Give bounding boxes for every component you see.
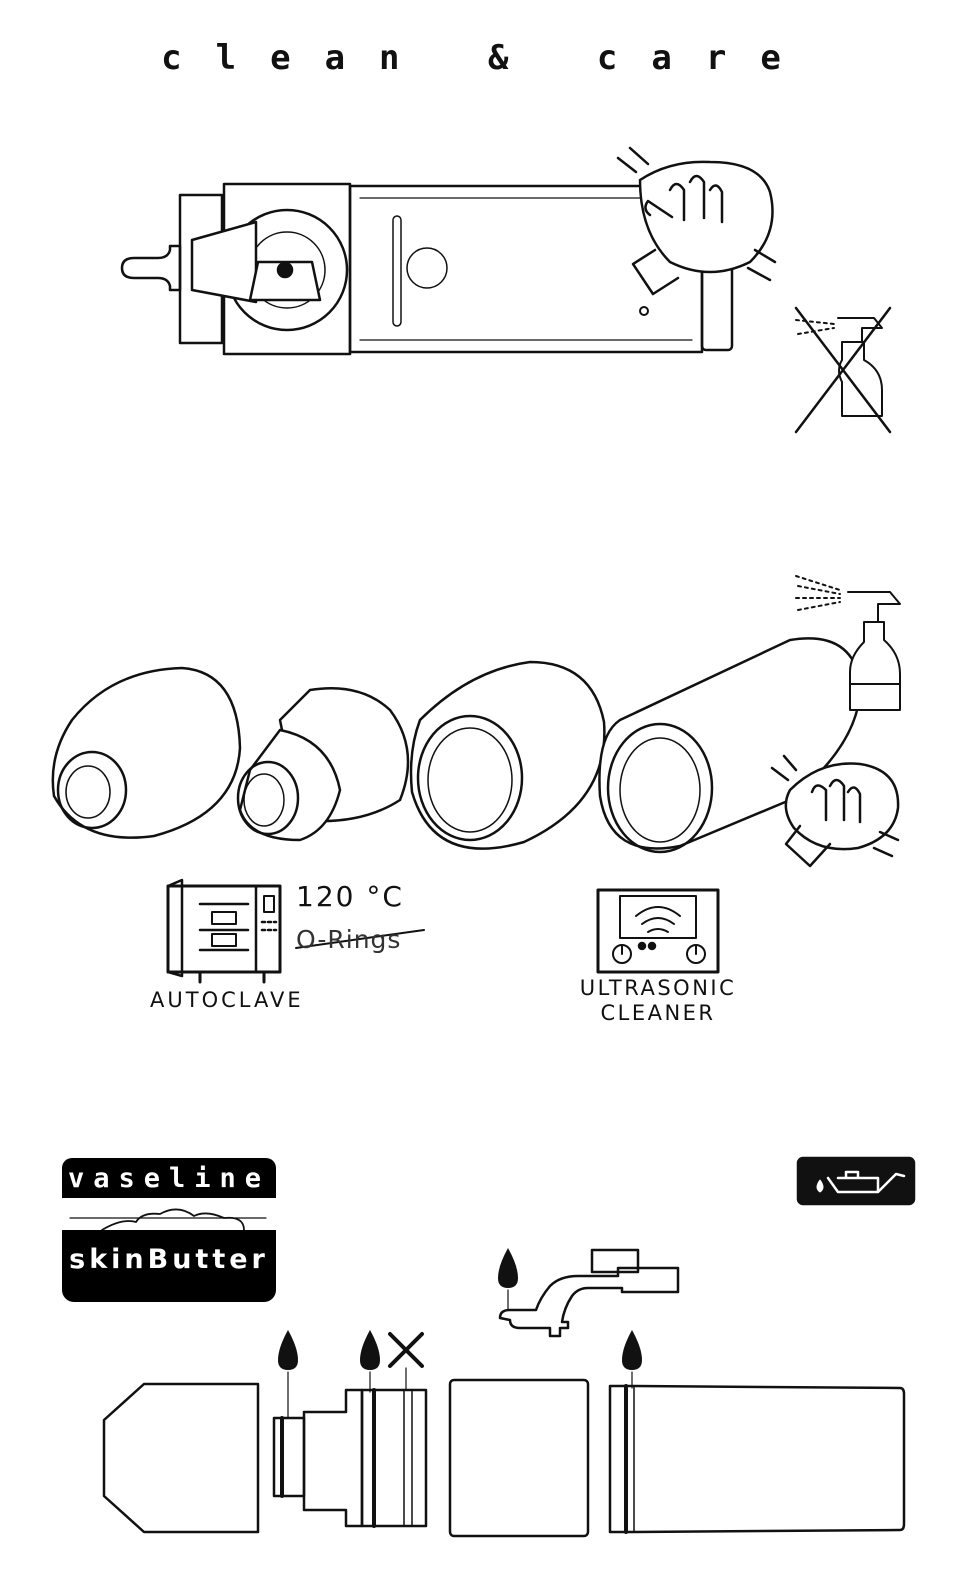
side-body-tube (608, 1384, 906, 1534)
o-rings-excluded-label: O-Rings (296, 925, 402, 954)
vaseline-badge: vaseline (62, 1158, 276, 1198)
lens-mount-lever (498, 1248, 680, 1338)
autoclave-temperature: 120 °C (296, 880, 404, 913)
part-front-cap (51, 666, 242, 839)
ultrasonic-line2: CLEANER (600, 1001, 716, 1025)
gloved-hand-wipe-icon (770, 754, 900, 868)
spray-bottle-icon (795, 575, 901, 711)
cross-mark-icon (388, 1332, 424, 1368)
oil-drop-icon (278, 1248, 642, 1370)
ultrasonic-cleaner-icon (596, 888, 720, 974)
side-lens-mount (272, 1388, 428, 1528)
skinbutter-badge: skinButter (62, 1230, 276, 1302)
no-spray-bottle-icon (794, 306, 892, 434)
autoclave-icon (166, 878, 425, 984)
oil-can-icon (796, 1156, 916, 1206)
part-lens-mount (236, 686, 410, 842)
side-sleeve (448, 1378, 590, 1538)
device-assembled (120, 182, 734, 356)
part-sleeve (409, 660, 606, 850)
ultrasonic-line1: ULTRASONIC (579, 976, 737, 1000)
gloved-hand-wipe-icon (616, 146, 777, 296)
drop-guide-lines (287, 1289, 633, 1419)
side-front-cap (102, 1382, 260, 1534)
skinbutter-cream-icon (69, 1208, 267, 1231)
autoclave-label: AUTOCLAVE (150, 988, 304, 1012)
ultrasonic-cleaner-label: ULTRASONIC CLEANER (560, 976, 756, 1026)
page-title: clean & care (161, 38, 815, 78)
